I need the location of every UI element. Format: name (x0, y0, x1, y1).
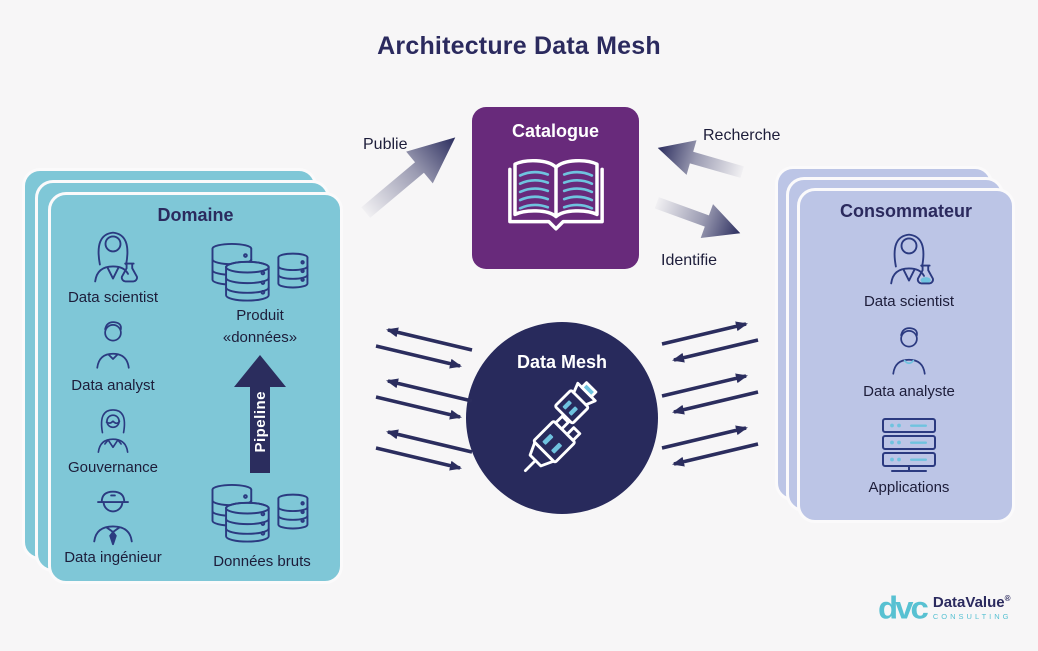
logo-tagline: CONSULTING (932, 611, 1012, 621)
page-title: Architecture Data Mesh (377, 32, 661, 60)
applications-server-icon (877, 417, 941, 475)
catalogue-title: Catalogue (511, 121, 599, 141)
domaine-role-label: Gouvernance (67, 459, 159, 476)
logo-name: DataValue® (933, 594, 1012, 611)
domaine-title: Domaine (157, 205, 234, 225)
consommateur-role-label: Data analyste (863, 383, 955, 400)
registered-mark: ® (1004, 593, 1011, 603)
domaine-role-label: Data scientist (67, 289, 159, 306)
publie-label: Publie (363, 136, 408, 153)
governance-icon (87, 405, 139, 457)
exchange-arrows-left (375, 327, 473, 471)
produit-donnees-label-line2: «données» (222, 329, 298, 346)
data-analyst-icon (85, 317, 141, 373)
dvc-monogram-icon: dvc (878, 589, 929, 626)
recherche-label: Recherche (703, 127, 781, 144)
consommateur-card-stack: Consommateur Data scientist Data analyst… (775, 166, 1015, 523)
exchange-arrows-right (661, 321, 759, 467)
produit-donnees-label-line1: Produit (236, 307, 284, 324)
data-analyste-icon (881, 323, 937, 379)
data-product-databases-icon (203, 241, 315, 303)
open-book-icon (506, 155, 606, 237)
domaine-role-label: Data ingénieur (64, 549, 162, 566)
domaine-card-front: Domaine Data scientist Data analyst Gouv… (48, 192, 343, 584)
identifie-arrow (650, 184, 747, 252)
pipeline-label: Pipeline (252, 391, 269, 453)
donnees-bruts-label: Données bruts (213, 553, 311, 570)
logo-name-text: DataValue (932, 593, 1005, 611)
consommateur-title: Consommateur (839, 201, 973, 221)
data-scientist-icon (879, 227, 939, 291)
data-mesh-circle: Data Mesh (466, 322, 658, 514)
consommateur-role-label: Applications (868, 479, 950, 496)
data-scientist-icon (83, 225, 143, 289)
data-mesh-title: Data Mesh (516, 352, 608, 372)
data-engineer-icon (83, 487, 143, 547)
domaine-role-label: Data analyst (71, 377, 155, 394)
consommateur-card-front: Consommateur Data scientist Data analyst… (797, 188, 1015, 523)
connector-icon (506, 376, 620, 490)
domaine-card-stack: Domaine Data scientist Data analyst Gouv… (22, 168, 343, 584)
datavalue-logo: dvc DataValue® CONSULTING (878, 591, 1012, 624)
pipeline-arrow (234, 355, 286, 473)
consommateur-role-label: Data scientist (863, 293, 955, 310)
identifie-label: Identifie (661, 252, 718, 269)
raw-data-databases-icon (203, 482, 315, 544)
catalogue-box: Catalogue (472, 107, 639, 269)
